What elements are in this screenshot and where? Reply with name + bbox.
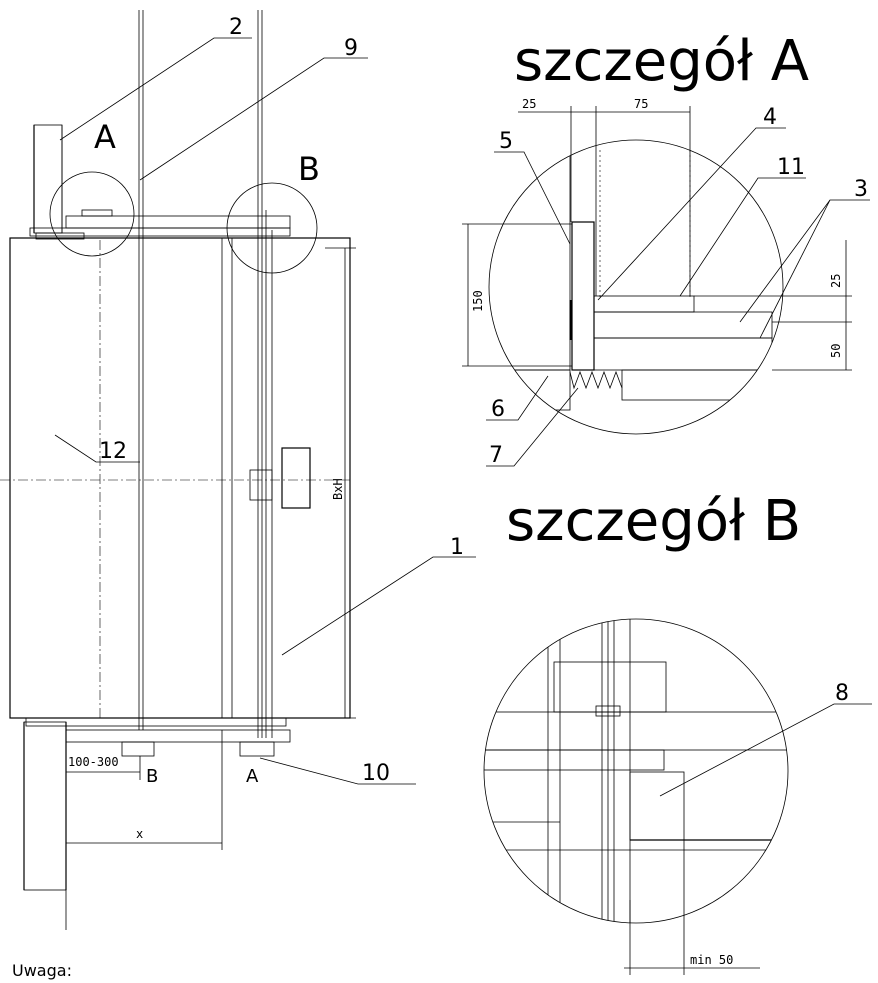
lower-wall xyxy=(23,721,67,891)
upper-wall xyxy=(33,124,63,234)
callout-3: 3 xyxy=(854,177,868,202)
dim-min-50: min 50 xyxy=(690,953,733,967)
callout-5: 5 xyxy=(499,129,513,154)
marker-circle-b: B xyxy=(298,150,320,188)
main-view: BxH 100-300 x xyxy=(0,10,476,930)
callout-8: 8 xyxy=(835,681,849,706)
dim-x: x xyxy=(136,827,143,841)
marker-support-b: B xyxy=(146,766,158,787)
dim-bxh: BxH xyxy=(331,478,345,500)
marker-support-a: A xyxy=(246,766,259,787)
bottom-plate xyxy=(25,717,287,727)
detail-a-content xyxy=(489,140,783,411)
dim-75: 75 xyxy=(634,97,648,111)
marker-circle-a: A xyxy=(94,118,116,156)
callout-6: 6 xyxy=(491,397,505,422)
detail-circle-b xyxy=(226,182,318,274)
note-label: Uwaga: xyxy=(12,961,72,980)
dim-25-right: 25 xyxy=(829,274,843,288)
support-b-block xyxy=(121,741,155,757)
callout-9: 9 xyxy=(344,36,358,61)
dim-50: 50 xyxy=(829,344,843,358)
top-plate xyxy=(29,227,291,237)
dim-range: 100-300 xyxy=(68,755,119,769)
dim-25-top: 25 xyxy=(522,97,536,111)
detail-a-circle xyxy=(488,139,784,435)
detail-circle-a xyxy=(49,171,135,257)
callout-12: 12 xyxy=(99,439,127,464)
dim-150: 150 xyxy=(471,290,485,312)
callout-1: 1 xyxy=(450,535,464,560)
access-panel xyxy=(281,447,311,509)
detail-b-content xyxy=(484,619,788,923)
callout-4: 4 xyxy=(763,105,777,130)
callout-2: 2 xyxy=(229,15,243,40)
detail-b-circle xyxy=(483,618,789,924)
detail-a-title: szczegół A xyxy=(514,29,809,94)
callout-10: 10 xyxy=(362,761,390,786)
callout-11: 11 xyxy=(777,155,805,180)
support-a-block xyxy=(239,741,275,757)
callout-7: 7 xyxy=(489,443,503,468)
detail-b-title: szczegół B xyxy=(506,489,801,554)
duct-body xyxy=(9,237,351,719)
